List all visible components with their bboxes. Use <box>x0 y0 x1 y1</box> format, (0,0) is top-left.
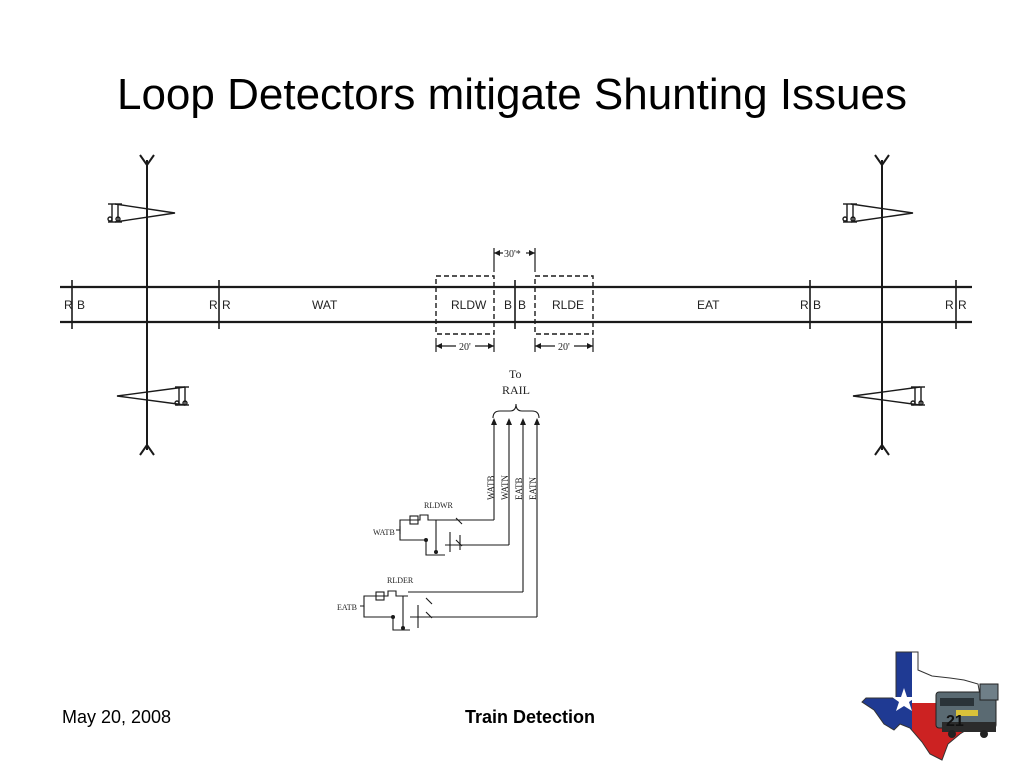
track-label-wat: WAT <box>312 298 338 312</box>
dimension-left-label: 20' <box>459 342 471 353</box>
label-rlder: RLDER <box>387 576 414 585</box>
track-label: R <box>64 298 73 312</box>
footer-date: May 20, 2008 <box>62 707 172 727</box>
slide-title: Loop Detectors mitigate Shunting Issues <box>116 70 907 119</box>
wire-label-eatb: EATB <box>514 478 524 501</box>
wire-label-watb: WATB <box>486 476 496 501</box>
footer-title: Train Detection <box>464 707 596 727</box>
track-label-rldw: RLDW <box>451 298 487 312</box>
track-label-eat: EAT <box>697 298 720 312</box>
track-label: R <box>800 298 809 312</box>
relay-circuit-rlder <box>360 590 433 631</box>
to-rail-label-line1: To <box>509 367 522 381</box>
to-rail-label-line2: RAIL <box>502 383 530 397</box>
crossing-gate-east-lower <box>852 386 925 406</box>
relay-circuit-rldwr <box>396 514 470 556</box>
track-label: B <box>813 298 821 312</box>
crossing-gate-west-lower <box>116 386 189 406</box>
star-icon <box>892 688 916 711</box>
track-label: B <box>518 298 526 312</box>
track-label: R <box>222 298 231 312</box>
track-label: R <box>958 298 967 312</box>
label-eatb-circuit: EATB <box>337 603 357 612</box>
label-watb-circuit: WATB <box>373 528 395 537</box>
wire-label-eatn: EATN <box>528 477 538 500</box>
crossing-gate-east-upper <box>842 203 914 223</box>
page-number: 21 <box>946 713 964 730</box>
track-label: B <box>77 298 85 312</box>
crossing-gate-west-upper <box>107 203 176 223</box>
locomotive-icon <box>935 683 999 738</box>
loop-detector-rldw <box>435 275 495 335</box>
wire-label-watn: WATN <box>500 475 510 500</box>
track-label: R <box>945 298 954 312</box>
track-label: B <box>504 298 512 312</box>
track-label: R <box>209 298 218 312</box>
dimension-right-label: 20' <box>558 342 570 353</box>
dimension-top-label: 30'* <box>504 249 521 260</box>
texas-train-logo: 21 <box>861 651 999 761</box>
track-label-rlde: RLDE <box>552 298 584 312</box>
insulated-joints <box>71 280 957 329</box>
label-rldwr: RLDWR <box>424 501 454 510</box>
loop-detector-rlde <box>534 275 594 335</box>
